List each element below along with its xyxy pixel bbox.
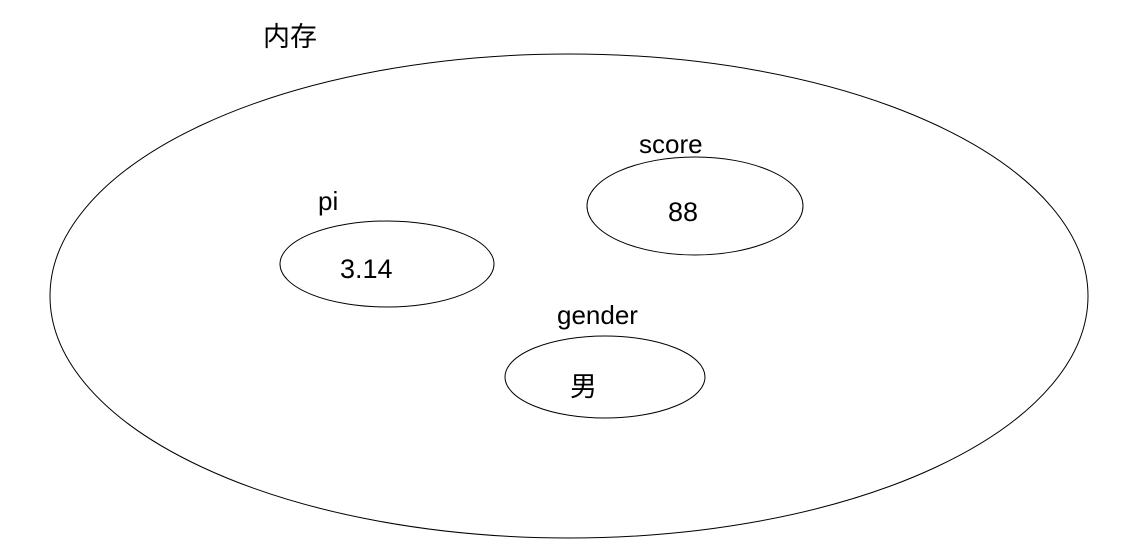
variable-ellipse-pi — [279, 220, 495, 308]
variable-name-gender: gender — [557, 300, 638, 330]
variable-name-score: score — [639, 129, 703, 159]
variable-name-pi: pi — [318, 186, 338, 216]
memory-container-ellipse — [49, 53, 1089, 539]
variable-value-pi: 3.14 — [340, 254, 393, 284]
variable-ellipse-gender — [504, 335, 706, 419]
variable-value-gender: 男 — [570, 372, 597, 402]
variable-ellipse-score — [586, 156, 804, 256]
memory-container-label: 内存 — [263, 22, 317, 52]
variable-value-score: 88 — [668, 197, 698, 227]
